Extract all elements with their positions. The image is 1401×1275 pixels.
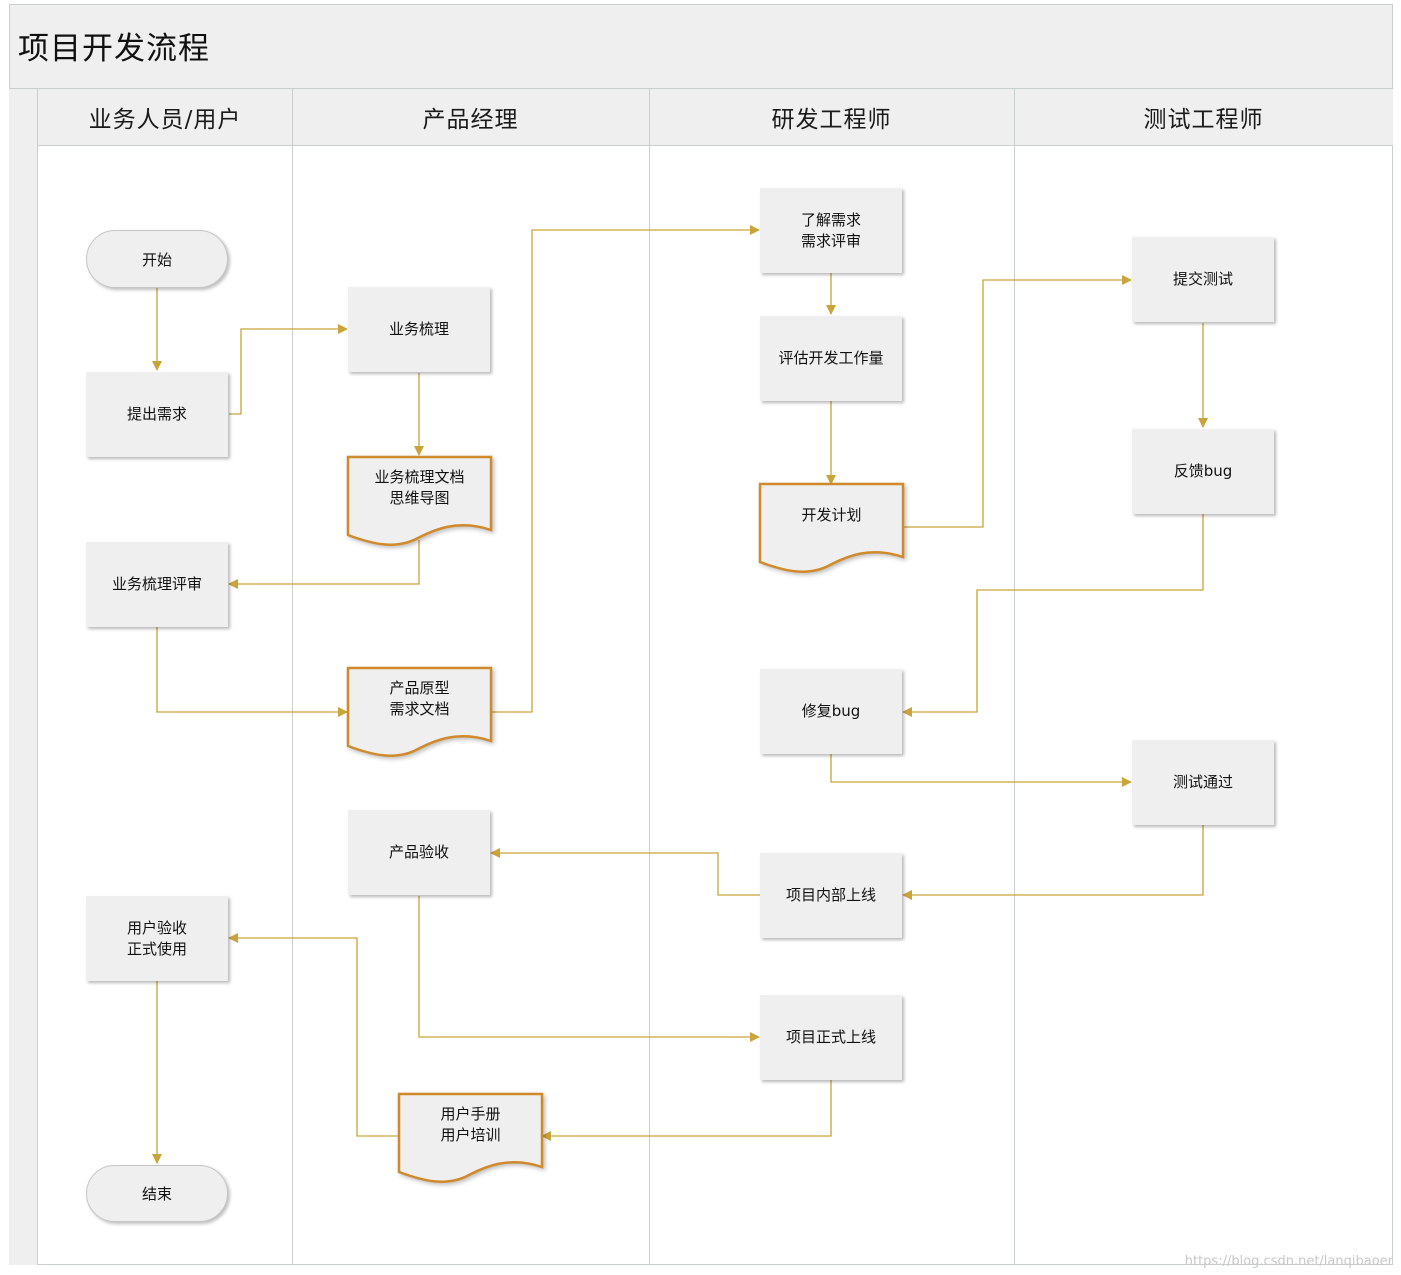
- watermark: https://blog.csdn.net/lanqibaoer: [1184, 1254, 1393, 1269]
- connector: [903, 275, 1132, 528]
- document-shape: [758, 482, 905, 573]
- process-submit-test: 提交测试: [1132, 237, 1274, 322]
- connector: [229, 324, 348, 415]
- connector: [902, 825, 1204, 900]
- process-formal-release: 项目正式上线: [760, 995, 902, 1080]
- process-biz-review: 业务梳理评审: [86, 542, 228, 627]
- start-terminator: 开始: [86, 230, 228, 288]
- document-shape: [346, 455, 493, 546]
- process-feedback-bug: 反馈bug: [1132, 429, 1274, 514]
- process-internal-release: 项目内部上线: [760, 853, 902, 938]
- left-strip: [9, 89, 38, 1265]
- process-estimate: 评估开发工作量: [760, 316, 902, 401]
- document-shape: [346, 666, 493, 757]
- connector: [228, 933, 399, 1137]
- lane-header-test: 测试工程师: [1014, 89, 1393, 146]
- document-dev-plan: 开发计划: [801, 505, 862, 524]
- lane-divider: [1014, 89, 1015, 1265]
- process-biz-analysis: 业务梳理: [348, 287, 490, 372]
- process-user-accept: 用户验收 正式使用: [86, 896, 228, 981]
- lane-header-user: 业务人员/用户: [38, 89, 292, 146]
- connector: [491, 225, 760, 713]
- document-biz-doc: 业务梳理文档 思维导图: [374, 468, 465, 507]
- process-request: 提出需求: [86, 372, 228, 457]
- lane-header-product: 产品经理: [292, 89, 649, 146]
- document-shape: [397, 1092, 544, 1183]
- process-understand: 了解需求 需求评审: [760, 188, 902, 273]
- diagram-title: 项目开发流程: [18, 31, 210, 67]
- process-fix-bug: 修复bug: [760, 669, 902, 754]
- document-manual: 用户手册 用户培训: [440, 1105, 501, 1144]
- lane-header-dev: 研发工程师: [649, 89, 1014, 146]
- connector: [830, 754, 1132, 787]
- document-prototype: 产品原型 需求文档: [389, 679, 450, 718]
- connector: [490, 848, 760, 896]
- title-bar: 项目开发流程: [9, 4, 1393, 89]
- connector: [418, 896, 760, 1042]
- connector: [902, 514, 1204, 717]
- lane-divider: [649, 89, 650, 1265]
- lane-divider: [292, 89, 293, 1265]
- end-terminator: 结束: [86, 1165, 228, 1222]
- connector: [228, 540, 420, 589]
- connector: [541, 1080, 832, 1141]
- process-product-accept: 产品验收: [348, 810, 490, 895]
- process-test-pass: 测试通过: [1132, 740, 1274, 825]
- connector: [156, 627, 348, 717]
